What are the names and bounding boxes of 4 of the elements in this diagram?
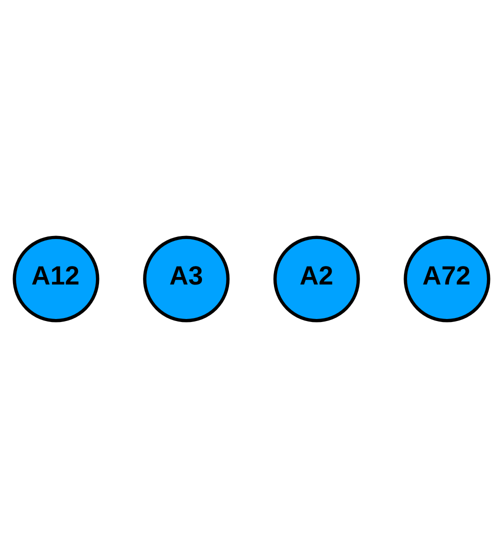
node-circle: A2 — [272, 235, 360, 322]
node-circle: A3 — [142, 235, 230, 322]
node-circle: A72 — [403, 235, 490, 322]
node-circle: A12 — [12, 235, 99, 322]
